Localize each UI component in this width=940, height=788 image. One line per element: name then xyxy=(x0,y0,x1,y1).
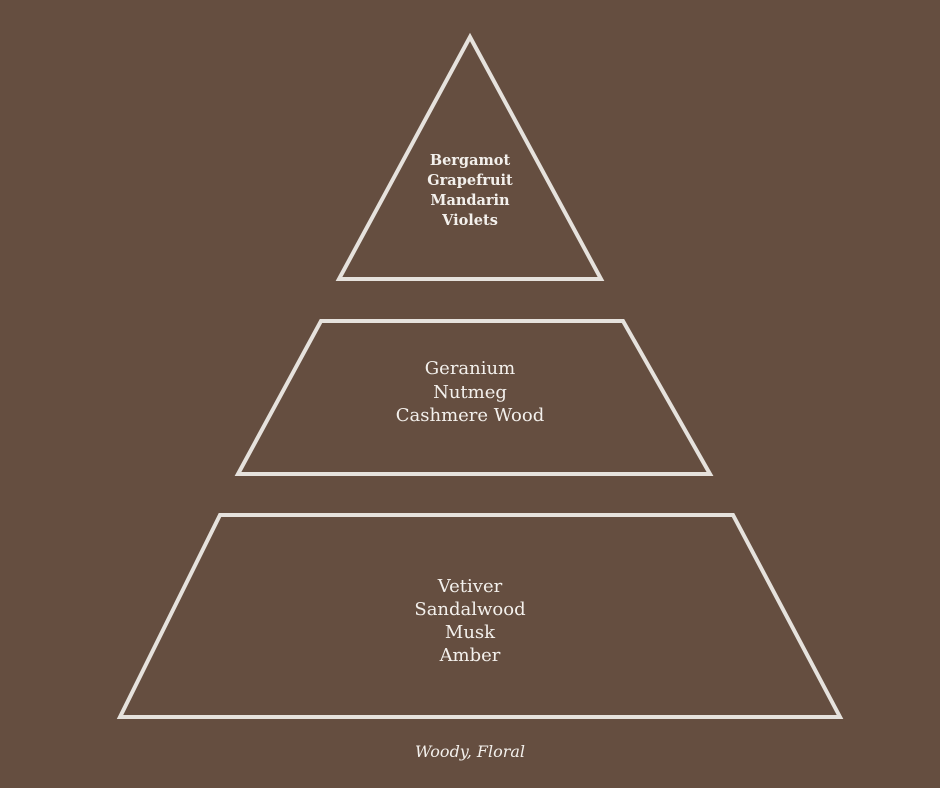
base-notes-list: Vetiver Sandalwood Musk Amber xyxy=(0,575,940,667)
top-note: Violets xyxy=(442,212,498,229)
top-note: Grapefruit xyxy=(427,172,513,189)
middle-notes-list: Geranium Nutmeg Cashmere Wood xyxy=(0,357,940,428)
base-note: Sandalwood xyxy=(414,599,526,620)
top-notes-list: Bergamot Grapefruit Mandarin Violets xyxy=(0,151,940,231)
middle-note: Nutmeg xyxy=(433,381,507,403)
base-note: Vetiver xyxy=(437,576,503,597)
base-tier-trapezoid xyxy=(116,513,844,719)
base-note: Amber xyxy=(439,645,501,666)
top-note: Mandarin xyxy=(430,192,510,209)
middle-note: Cashmere Wood xyxy=(395,405,545,426)
top-note: Bergamot xyxy=(429,152,511,169)
fragrance-family: Woody, Floral xyxy=(414,742,526,761)
top-tier-triangle xyxy=(335,32,605,281)
middle-note: Geranium xyxy=(424,358,516,379)
base-note: Musk xyxy=(444,622,496,643)
middle-tier-trapezoid xyxy=(234,319,714,476)
